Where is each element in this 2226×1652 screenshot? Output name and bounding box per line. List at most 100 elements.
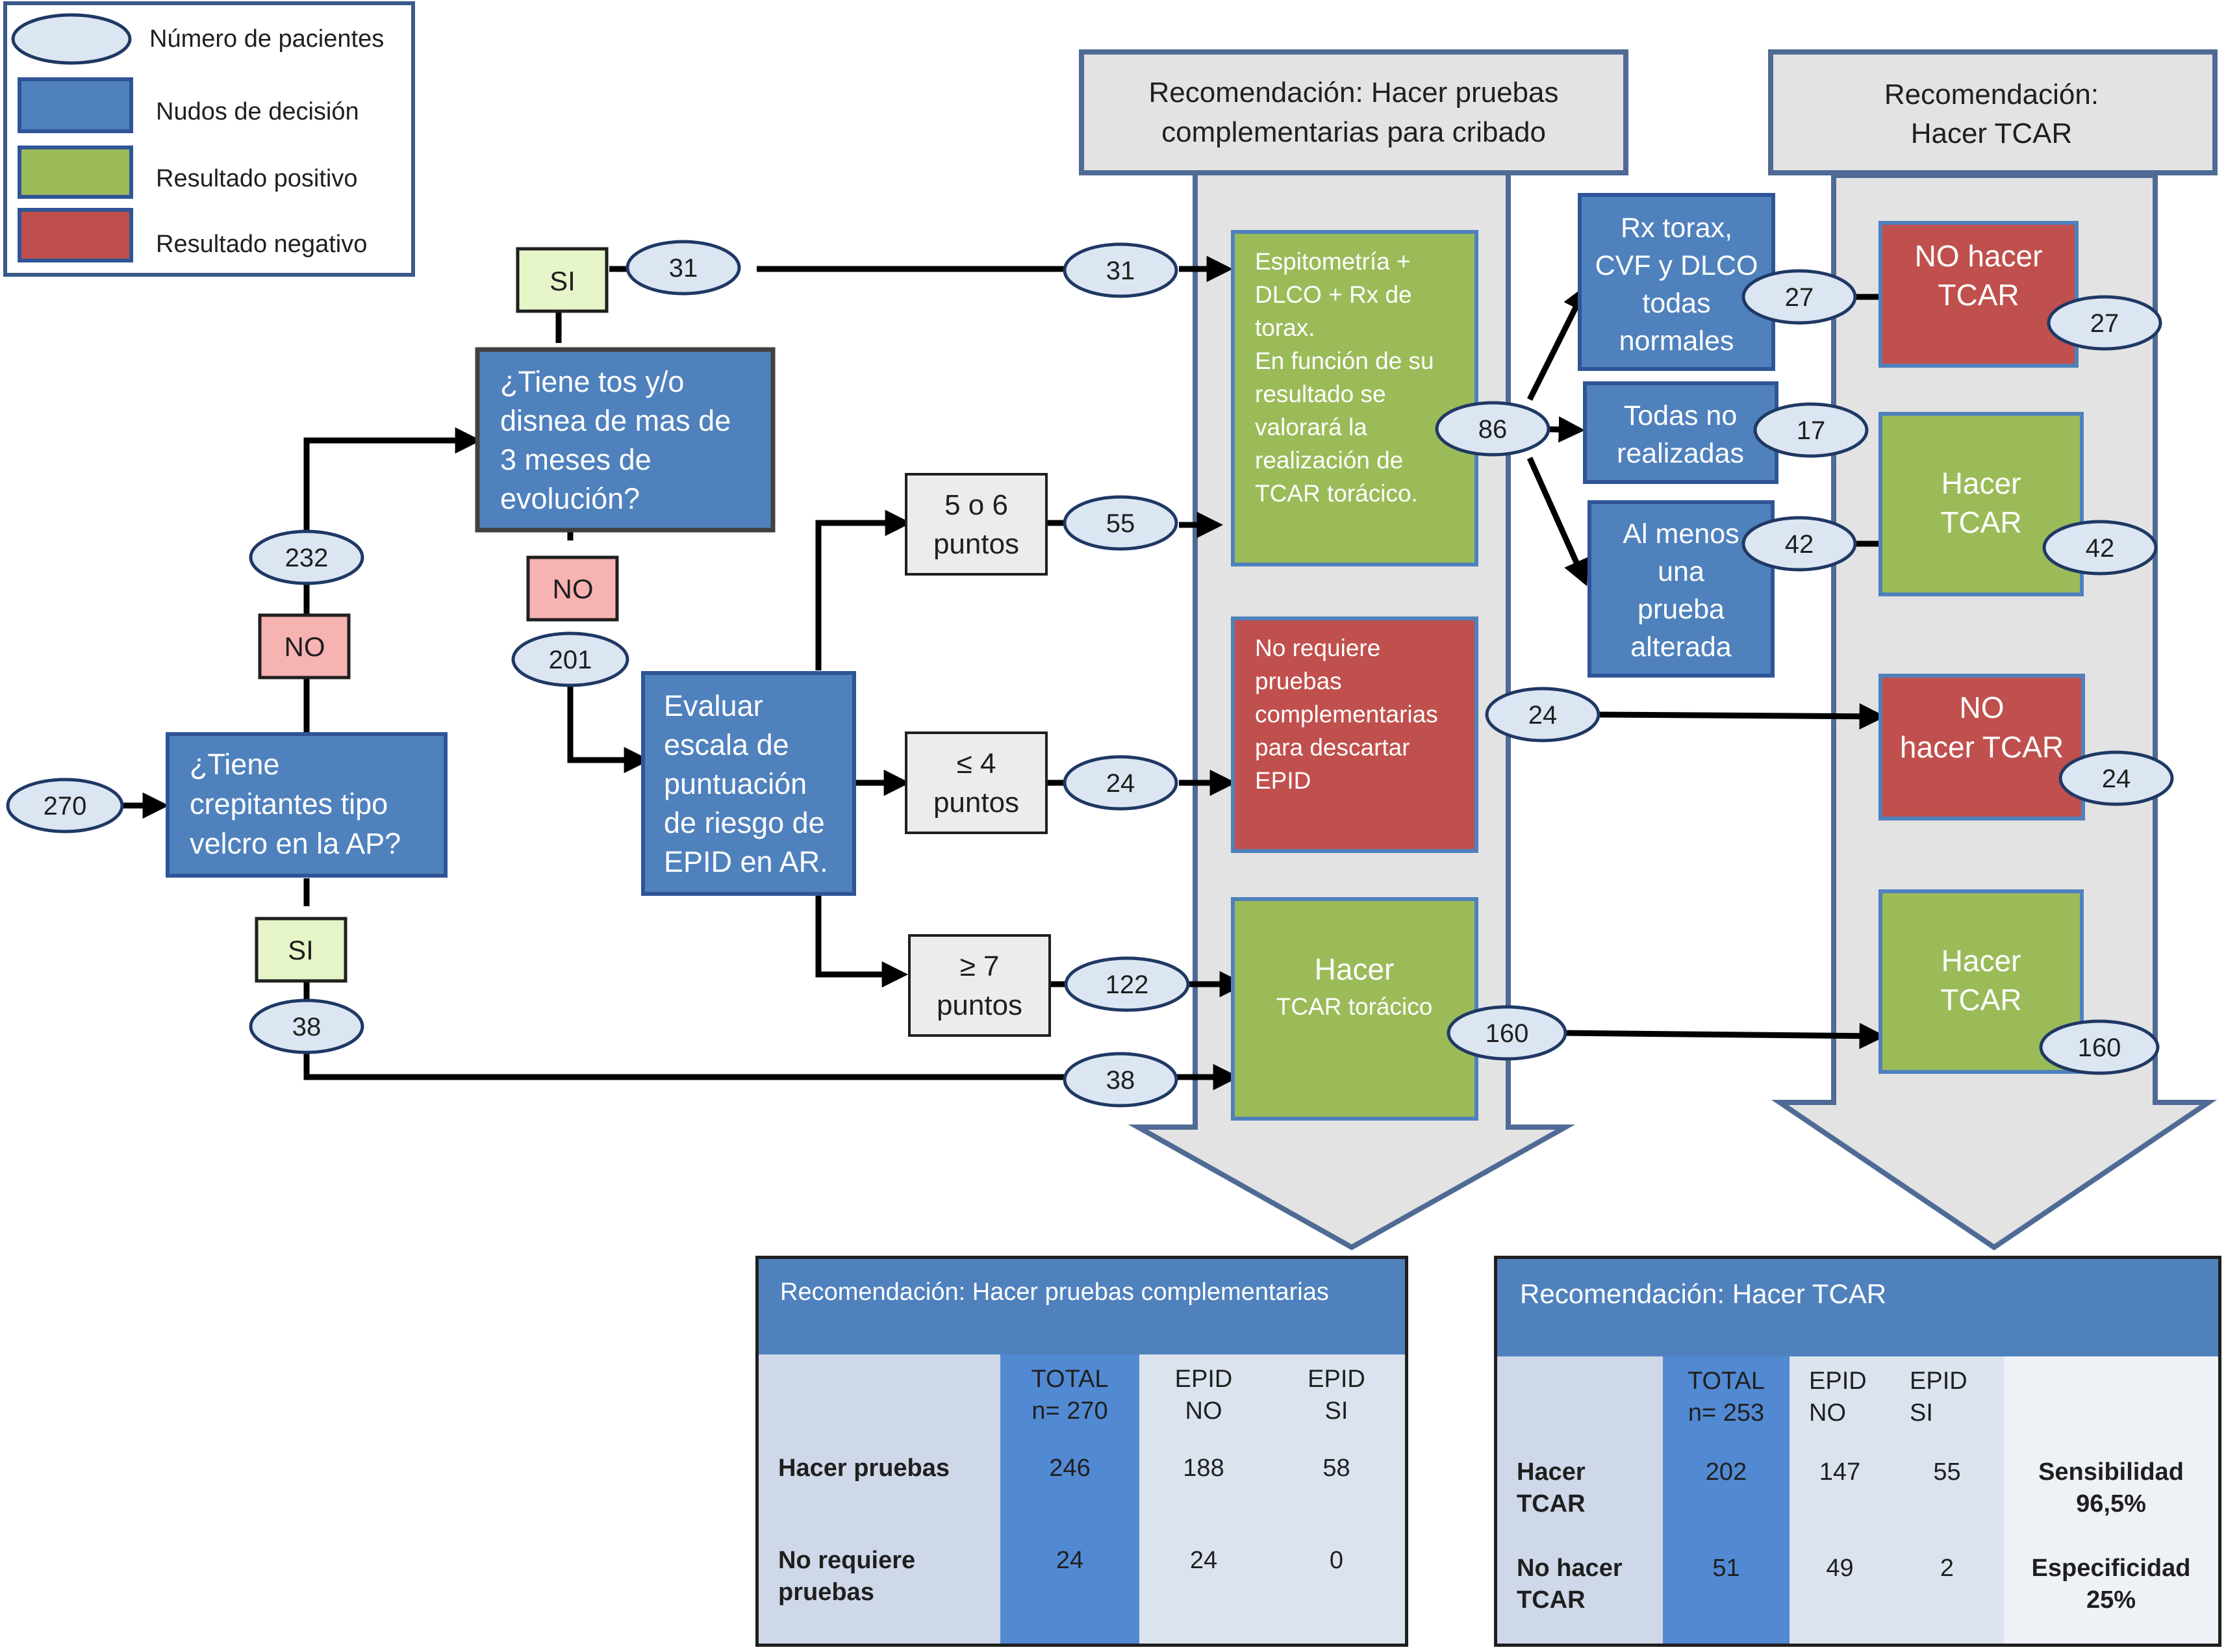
- count-27-left: [1741, 269, 1857, 325]
- svg-text:EPID en AR.: EPID en AR.: [664, 845, 828, 878]
- score-ge-7: ≥ 7 puntos: [908, 934, 1051, 1037]
- svg-text:alterada: alterada: [1630, 631, 1731, 663]
- svg-text:Recomendación:: Recomendación:: [1884, 79, 2099, 110]
- svg-text:para descartar: para descartar: [1255, 734, 1410, 761]
- svg-text:Rx torax,: Rx torax,: [1621, 212, 1732, 244]
- tcar-no-hacer-2: NO hacer TCAR: [1878, 674, 2085, 820]
- svg-text:No requiere: No requiere: [1255, 635, 1380, 661]
- svg-text:hacer TCAR: hacer TCAR: [1900, 730, 2064, 764]
- svg-text:27: 27: [1785, 283, 1814, 312]
- count-42-right: [2042, 520, 2158, 576]
- svg-text:17: 17: [1797, 416, 1826, 445]
- count-232: [249, 529, 364, 585]
- svg-text:31: 31: [1106, 257, 1135, 285]
- label-si-left: SI: [255, 917, 348, 983]
- table-cell: 58: [1268, 1443, 1405, 1536]
- table-title-text: Recomendación: Hacer TCAR: [1520, 1278, 1887, 1309]
- count-160-left: [1447, 1005, 1567, 1061]
- svg-text:NO hacer: NO hacer: [1915, 239, 2043, 273]
- svg-text:complementarias: complementarias: [1255, 701, 1438, 728]
- svg-text:24: 24: [2102, 765, 2131, 793]
- svg-text:42: 42: [1785, 530, 1814, 559]
- count-160-right: [2039, 1019, 2160, 1075]
- svg-text:3 meses de: 3 meses de: [500, 443, 651, 476]
- svg-text:≤ 4: ≤ 4: [957, 748, 996, 780]
- svg-text:evolución?: evolución?: [500, 482, 640, 515]
- score-5-6: 5 o 6 puntos: [905, 473, 1048, 576]
- count-38-left: [249, 998, 364, 1054]
- score-le-4: ≤ 4 puntos: [905, 731, 1048, 834]
- svg-text:Resultado positivo: Resultado positivo: [156, 165, 358, 192]
- svg-text:Recomendación: Hacer pruebas: Recomendación: Hacer pruebas: [1148, 77, 1558, 108]
- svg-text:disnea de mas de: disnea de mas de: [500, 404, 731, 437]
- count-270: [6, 778, 124, 833]
- svg-text:En función de su: En función de su: [1255, 348, 1434, 374]
- svg-text:SI: SI: [550, 266, 575, 296]
- svg-text:160: 160: [2078, 1034, 2121, 1062]
- legend-green-swatch: [18, 146, 133, 199]
- count-38-right: [1063, 1052, 1178, 1108]
- svg-text:Hacer TCAR: Hacer TCAR: [1911, 118, 2073, 149]
- svg-text:Hacer: Hacer: [1941, 466, 2021, 500]
- table-cell: 55: [1890, 1447, 2004, 1544]
- svg-text:270: 270: [44, 792, 87, 820]
- table-cell: 188: [1139, 1443, 1268, 1536]
- svg-text:38: 38: [1106, 1066, 1135, 1095]
- svg-text:55: 55: [1106, 509, 1135, 538]
- svg-text:24: 24: [1528, 701, 1558, 730]
- svg-text:TCAR: TCAR: [1940, 505, 2021, 539]
- table-cell: 24: [1139, 1536, 1268, 1644]
- table-title: Recomendación: Hacer pruebas complementa…: [759, 1259, 1405, 1354]
- svg-text:¿Tiene: ¿Tiene: [190, 748, 279, 781]
- legend-ellipse-swatch: [11, 13, 132, 65]
- count-31-left: [626, 240, 741, 296]
- outcome-todas-normales: Rx torax, CVF y DLCO todas normales: [1578, 193, 1775, 371]
- svg-text:escala de: escala de: [664, 728, 789, 761]
- svg-text:torax.: torax.: [1255, 314, 1315, 341]
- outcome-no-realizadas: Todas no realizadas: [1583, 381, 1778, 484]
- table-row-label: Hacer pruebas: [759, 1443, 1000, 1536]
- svg-text:Al menos: Al menos: [1623, 518, 1739, 550]
- count-24-left: [1063, 755, 1178, 811]
- svg-text:prueba: prueba: [1638, 594, 1725, 625]
- svg-text:TCAR: TCAR: [1938, 278, 2019, 312]
- svg-text:CVF y DLCO: CVF y DLCO: [1595, 250, 1758, 281]
- svg-text:24: 24: [1106, 769, 1135, 798]
- svg-text:122: 122: [1106, 971, 1149, 999]
- count-55: [1063, 495, 1178, 551]
- svg-text:SI: SI: [288, 935, 314, 965]
- table-cell: 246: [1000, 1443, 1139, 1536]
- table-title: Recomendación: Hacer TCAR: [1497, 1259, 2218, 1356]
- svg-text:TCAR: TCAR: [1940, 983, 2021, 1017]
- svg-text:42: 42: [2086, 534, 2115, 563]
- outcome-prueba-alterada: Al menos una prueba alterada: [1587, 500, 1775, 678]
- svg-text:NO: NO: [553, 574, 594, 604]
- table-cell: 2: [1890, 1544, 2004, 1644]
- table-header-blank: [759, 1354, 1000, 1443]
- svg-text:Resultado negativo: Resultado negativo: [156, 231, 367, 258]
- tcar-no-hacer-1: NO hacer TCAR: [1878, 221, 2079, 368]
- svg-text:una: una: [1658, 556, 1704, 587]
- svg-text:TCAR torácico.: TCAR torácico.: [1255, 480, 1418, 507]
- svg-text:puntos: puntos: [933, 528, 1019, 560]
- table-cell: 24: [1000, 1536, 1139, 1644]
- count-42-left: [1741, 516, 1857, 572]
- svg-text:de riesgo de: de riesgo de: [664, 806, 825, 839]
- svg-text:38: 38: [292, 1013, 322, 1041]
- svg-text:Espitometría +: Espitometría +: [1255, 248, 1411, 275]
- legend-blue-swatch: [18, 77, 133, 133]
- table-cell: 49: [1790, 1544, 1890, 1644]
- svg-text:NO: NO: [285, 631, 325, 662]
- svg-text:NO: NO: [1960, 691, 2005, 724]
- svg-text:Todas no: Todas no: [1624, 400, 1738, 431]
- svg-text:resultado se: resultado se: [1255, 381, 1386, 407]
- svg-text:velcro en la AP?: velcro en la AP?: [190, 827, 401, 860]
- svg-text:puntos: puntos: [933, 787, 1019, 819]
